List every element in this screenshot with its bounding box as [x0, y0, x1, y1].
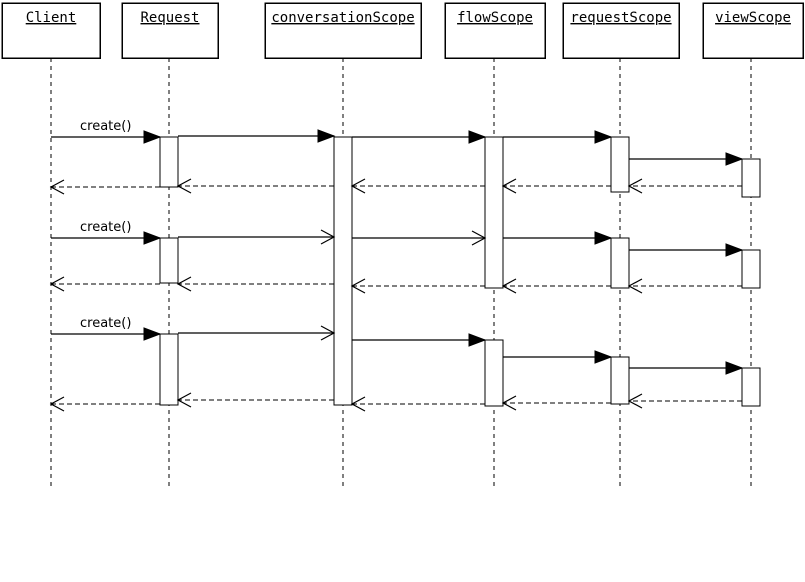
message-return-viewScope-to-requestScope: [627, 278, 742, 294]
participant-box-requestScope: [562, 2, 680, 59]
arrowhead-open-icon: [501, 278, 517, 294]
arrowhead-filled-icon: [725, 361, 744, 375]
activation-bar-requestScope: [610, 237, 630, 289]
message-call-request-to-conversationScope: [178, 325, 336, 341]
arrowhead-filled-icon: [468, 130, 487, 144]
message-label: create(): [80, 119, 131, 134]
arrowhead-filled-icon: [317, 129, 336, 143]
participant-box-conversationScope: [264, 2, 422, 59]
message-return-requestScope-to-flowScope: [501, 278, 611, 294]
participant-label-conversationScope: conversationScope: [271, 10, 414, 26]
message-return-requestScope-to-flowScope: [501, 178, 611, 194]
participant-label-requestScope: requestScope: [570, 10, 671, 26]
arrowhead-open-icon: [501, 178, 517, 194]
participant-box-client: [1, 2, 101, 59]
arrowhead-filled-icon: [143, 231, 162, 245]
message-call-flowScope-to-requestScope: [503, 130, 613, 144]
message-call-requestScope-to-viewScope: [629, 361, 744, 375]
arrowhead-open-icon: [350, 396, 366, 412]
arrowhead-open-icon: [49, 179, 65, 195]
message-return-request-to-client: [49, 396, 160, 412]
message-label: create(): [80, 316, 131, 331]
participant-box-viewScope: [702, 2, 804, 59]
message-return-flowScope-to-conversationScope: [350, 278, 485, 294]
message-return-request-to-client: [49, 276, 160, 292]
activation-bar-flowScope: [484, 339, 504, 407]
arrowhead-filled-icon: [594, 130, 613, 144]
activation-bar-request: [159, 237, 179, 284]
message-call-client-to-request: create(): [51, 220, 162, 245]
message-call-flowScope-to-requestScope: [503, 350, 613, 364]
message-call-client-to-request: create(): [51, 316, 162, 341]
arrowhead-filled-icon: [594, 350, 613, 364]
message-call-conversationScope-to-flowScope: [352, 333, 487, 347]
activation-bar-viewScope: [741, 249, 761, 289]
message-return-viewScope-to-requestScope: [627, 393, 742, 409]
message-call-requestScope-to-viewScope: [629, 243, 744, 257]
message-return-flowScope-to-conversationScope: [350, 178, 485, 194]
activation-bar-request: [159, 136, 179, 188]
arrowhead-open-icon: [627, 393, 643, 409]
arrowhead-open-icon: [176, 276, 192, 292]
activation-bar-flowScope: [484, 136, 504, 289]
arrowhead-filled-icon: [143, 327, 162, 341]
arrowhead-open-icon: [176, 178, 192, 194]
message-call-request-to-conversationScope: [178, 129, 336, 143]
arrowhead-filled-icon: [143, 130, 162, 144]
participant-label-client: Client: [26, 10, 77, 26]
message-call-client-to-request: create(): [51, 119, 162, 144]
arrowhead-open-icon: [501, 395, 517, 411]
arrowhead-open-icon: [471, 230, 487, 246]
message-call-request-to-conversationScope: [178, 229, 336, 245]
arrowhead-open-icon: [350, 178, 366, 194]
arrowhead-filled-icon: [594, 231, 613, 245]
message-call-requestScope-to-viewScope: [629, 152, 744, 166]
message-return-requestScope-to-flowScope: [501, 395, 611, 411]
participant-box-request: [121, 2, 219, 59]
messages-layer: create() create() create(): [49, 119, 744, 412]
participants-layer: Client Request conversationScope flowScope r…: [1, 2, 804, 59]
arrowhead-open-icon: [176, 392, 192, 408]
participant-label-viewScope: viewScope: [715, 10, 791, 26]
message-return-viewScope-to-requestScope: [627, 178, 742, 194]
participant-label-flowScope: flowScope: [457, 10, 533, 26]
activation-bar-viewScope: [741, 158, 761, 198]
arrowhead-filled-icon: [468, 333, 487, 347]
arrowhead-open-icon: [627, 178, 643, 194]
activation-bar-request: [159, 333, 179, 406]
arrowhead-open-icon: [320, 229, 336, 245]
message-return-conversationScope-to-request: [176, 392, 334, 408]
message-return-conversationScope-to-request: [176, 276, 334, 292]
arrowhead-filled-icon: [725, 243, 744, 257]
lifelines-layer: [50, 58, 752, 490]
arrowhead-open-icon: [350, 278, 366, 294]
arrowhead-open-icon: [49, 276, 65, 292]
arrowhead-open-icon: [320, 325, 336, 341]
arrowhead-filled-icon: [725, 152, 744, 166]
message-label: create(): [80, 220, 131, 235]
participant-box-flowScope: [444, 2, 546, 59]
activation-bar-conversationScope: [333, 136, 353, 406]
arrowhead-open-icon: [49, 396, 65, 412]
activation-bar-requestScope: [610, 356, 630, 405]
message-return-conversationScope-to-request: [176, 178, 334, 194]
activations-layer: [159, 136, 761, 407]
message-call-conversationScope-to-flowScope: [352, 230, 487, 246]
activation-bar-viewScope: [741, 367, 761, 407]
message-call-conversationScope-to-flowScope: [352, 130, 487, 144]
participant-label-request: Request: [140, 10, 199, 26]
arrowhead-open-icon: [627, 278, 643, 294]
message-return-request-to-client: [49, 179, 160, 195]
message-call-flowScope-to-requestScope: [503, 231, 613, 245]
message-return-flowScope-to-conversationScope: [350, 396, 485, 412]
activation-bar-requestScope: [610, 136, 630, 193]
